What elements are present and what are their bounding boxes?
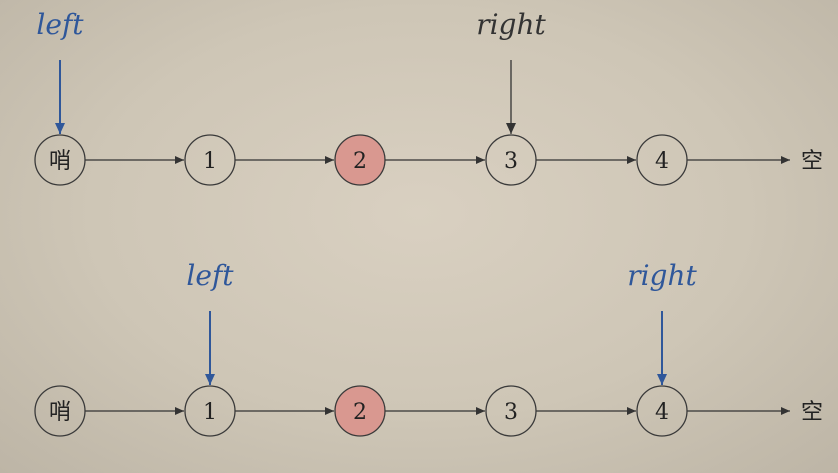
right-pointer: right <box>627 259 698 385</box>
node-label: 3 <box>504 400 518 425</box>
node-circle <box>334 134 386 186</box>
sentinel-node: 哨 <box>34 385 86 437</box>
right-pointer-label: right <box>476 8 546 41</box>
left-pointer: left <box>186 259 234 385</box>
list-node: 1 <box>184 385 236 437</box>
node-label: 3 <box>504 149 518 174</box>
list-node: 4 <box>636 134 688 186</box>
node-label: 4 <box>655 149 669 174</box>
list-node: 3 <box>485 134 537 186</box>
node-label: 哨 <box>49 400 71 425</box>
node-label: 哨 <box>49 149 71 174</box>
node-label: 4 <box>655 400 669 425</box>
left-pointer: left <box>36 8 84 134</box>
node-label: 2 <box>353 400 367 425</box>
list-node: 2 <box>334 134 386 186</box>
list-row-1: 哨 1 2 3 4 空 left right <box>34 8 823 186</box>
null-label: 空 <box>801 400 823 425</box>
node-circle <box>184 385 236 437</box>
list-node: 3 <box>485 385 537 437</box>
node-circle <box>34 134 86 186</box>
node-circle <box>34 385 86 437</box>
node-label: 1 <box>203 400 217 425</box>
node-label: 2 <box>353 149 367 174</box>
node-circle <box>485 134 537 186</box>
node-circle <box>636 385 688 437</box>
list-node: 1 <box>184 134 236 186</box>
node-circle <box>485 385 537 437</box>
node-circle <box>184 134 236 186</box>
sentinel-node: 哨 <box>34 134 86 186</box>
node-label: 1 <box>203 149 217 174</box>
list-node: 4 <box>636 385 688 437</box>
node-circle <box>636 134 688 186</box>
null-label: 空 <box>801 149 823 174</box>
list-node: 2 <box>334 385 386 437</box>
list-row-2: 哨 1 2 3 4 空 left right <box>34 259 823 437</box>
left-pointer-label: left <box>186 259 234 292</box>
left-pointer-label: left <box>36 8 84 41</box>
node-circle <box>334 385 386 437</box>
right-pointer-label: right <box>627 259 697 292</box>
right-pointer: right <box>476 8 547 134</box>
